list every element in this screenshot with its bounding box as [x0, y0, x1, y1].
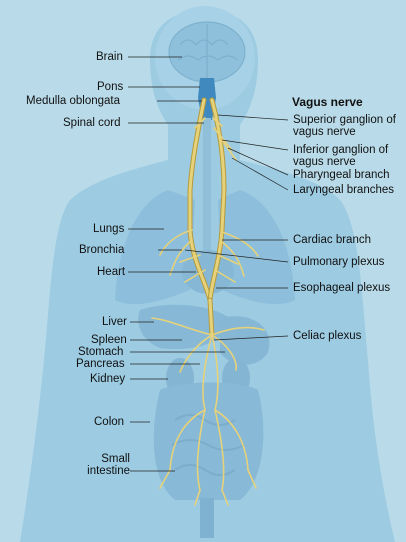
vagus-nerve-trunks	[187, 97, 227, 338]
label-celiac-plexus: Celiac plexus	[293, 330, 362, 342]
label-inferior-ganglion: Inferior ganglion of vagus nerve	[293, 144, 389, 168]
diagram-title: Vagus nerve	[292, 95, 363, 109]
label-laryngeal-branches: Laryngeal branches	[293, 184, 395, 196]
label-superior-ganglion: Superior ganglion of vagus nerve	[293, 114, 396, 138]
left-lung	[115, 190, 195, 305]
label-stomach: Stomach	[78, 346, 124, 358]
label-brain: Brain	[96, 51, 123, 63]
label-heart: Heart	[97, 266, 126, 278]
left-vagus	[188, 98, 212, 302]
label-kidney: Kidney	[90, 373, 126, 385]
label-colon: Colon	[94, 416, 125, 428]
label-esophageal-plexus: Esophageal plexus	[293, 282, 391, 294]
label-pancreas: Pancreas	[76, 358, 125, 370]
label-lungs: Lungs	[93, 223, 125, 235]
label-pulmonary-plexus: Pulmonary plexus	[293, 256, 385, 268]
leader-lines	[128, 56, 289, 472]
label-liver: Liver	[102, 316, 127, 328]
label-bronchia: Bronchia	[79, 244, 125, 256]
label-spleen: Spleen	[91, 334, 127, 346]
pelvis-shape	[200, 498, 214, 538]
label-cardiac-branch: Cardiac branch	[293, 234, 371, 246]
abdominal-trunk	[208, 298, 214, 337]
label-pharyngeal-branch: Pharyngeal branch	[293, 169, 390, 181]
spinal-cord-shape	[203, 118, 211, 268]
label-pons: Pons	[97, 81, 124, 93]
colon-shape	[153, 382, 264, 500]
right-lung	[218, 190, 295, 305]
label-small-intestine: Small intestine	[87, 453, 130, 477]
brain-folds	[177, 24, 239, 80]
label-spinal-cord: Spinal cord	[63, 117, 121, 129]
label-medulla-oblongata: Medulla oblongata	[26, 95, 120, 107]
small-intestine-shape	[171, 414, 245, 476]
right-vagus	[208, 98, 226, 302]
